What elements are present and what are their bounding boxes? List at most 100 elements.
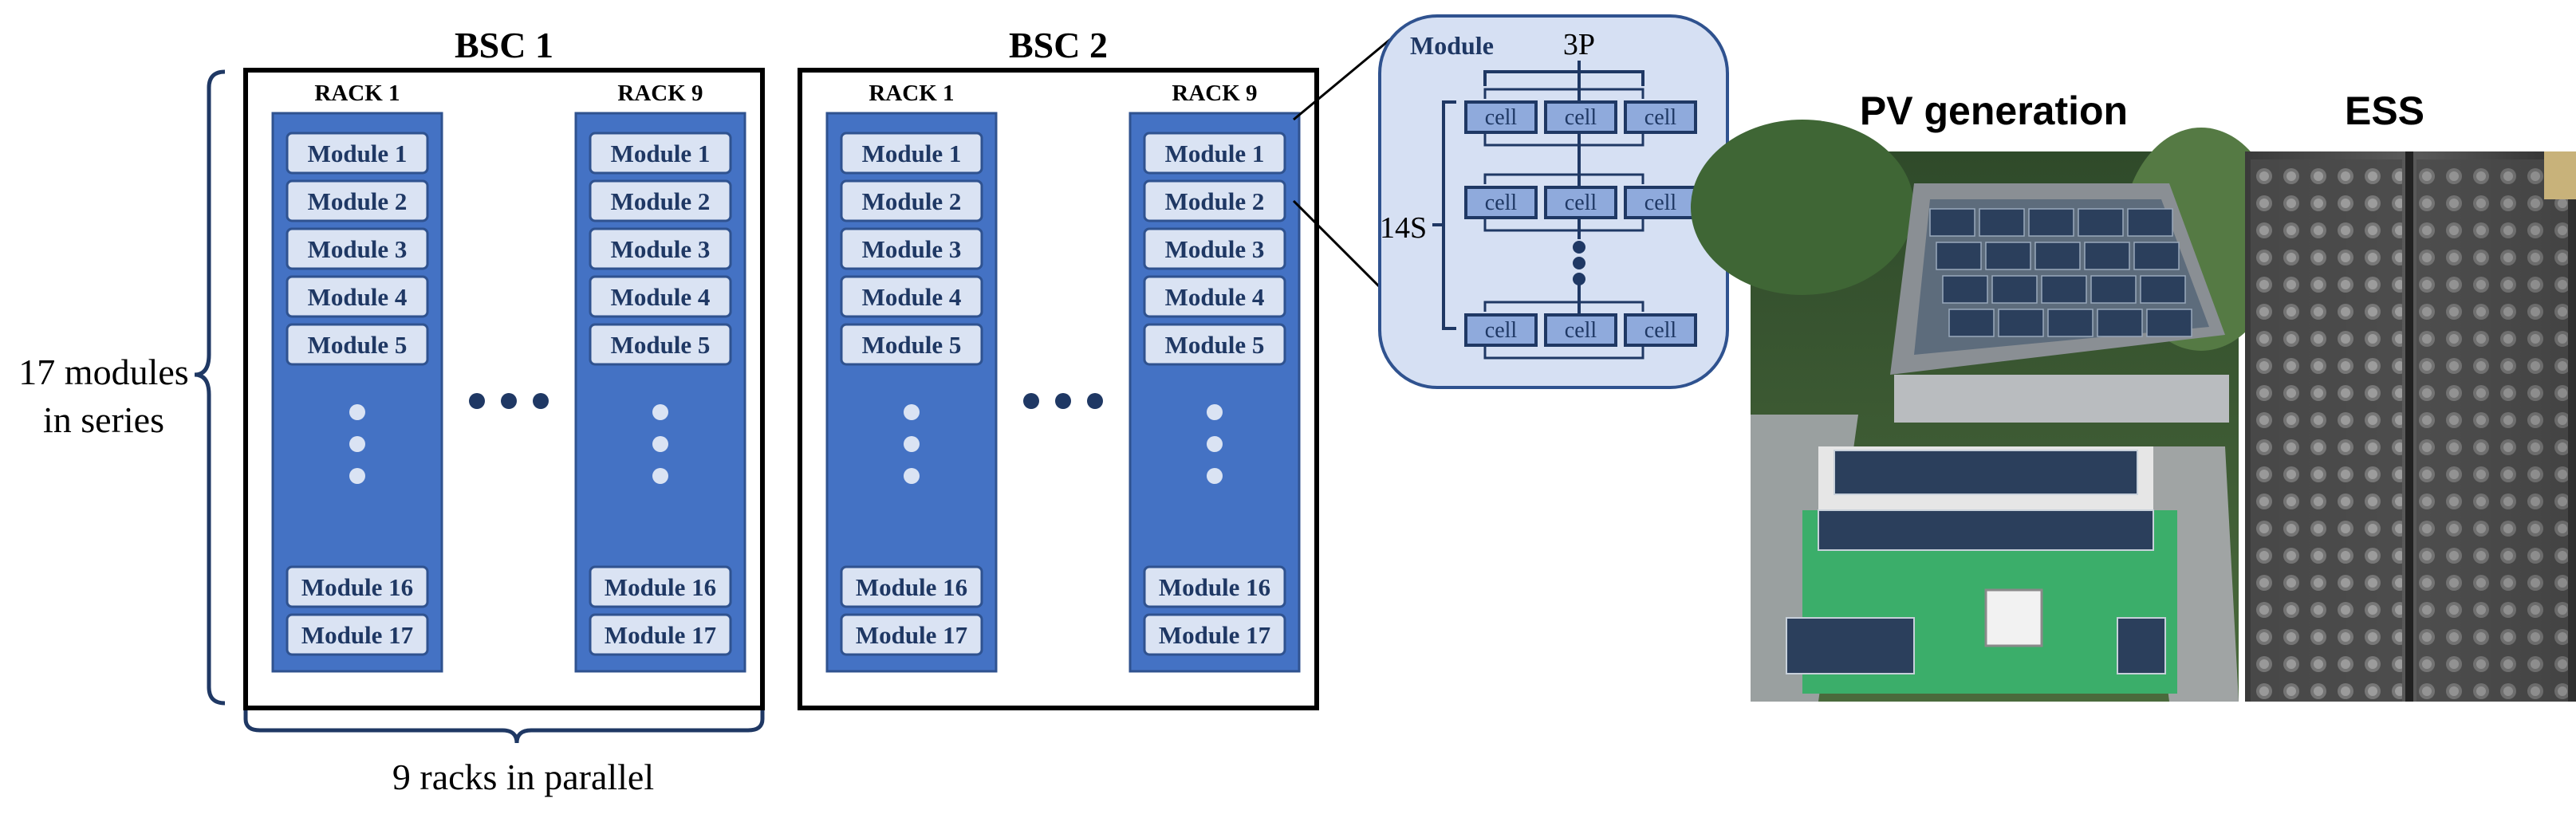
module-label: Module 4: [611, 283, 711, 311]
cell-label: cell: [1644, 191, 1677, 215]
cell-ellipsis-dot: [1573, 257, 1585, 269]
ess-photo-label: ESS: [2345, 88, 2424, 133]
series-bracket: [1442, 100, 1456, 330]
module-label: Module 1: [862, 140, 962, 167]
cell-label: cell: [1565, 318, 1597, 343]
module-label: Module 5: [862, 331, 962, 359]
ellipsis-dot: [349, 404, 365, 420]
rack-ellipsis-dot: [533, 393, 549, 409]
cell-label: cell: [1565, 105, 1597, 130]
solar-panel: [2034, 242, 2081, 270]
rack-label: RACK 1: [869, 81, 954, 106]
zoom-line-top: [1293, 32, 1398, 121]
rack-ellipsis-dot: [1055, 393, 1071, 409]
module-box: [840, 613, 983, 656]
solar-panel: [1948, 309, 1995, 337]
module-label: Module 5: [611, 331, 711, 359]
cell-ellipsis-dot: [1573, 273, 1585, 285]
module-label: Module 17: [301, 621, 413, 649]
module-box: [286, 132, 429, 175]
cell-label: cell: [1644, 318, 1677, 343]
rack-ellipsis-dot: [1087, 393, 1103, 409]
module-label: Module 4: [862, 283, 962, 311]
module-label: Module 2: [862, 187, 962, 215]
module-label: Module 3: [1165, 235, 1265, 263]
module-box: [589, 613, 732, 656]
ellipsis-dot: [652, 468, 668, 484]
cell-box: [1544, 186, 1617, 219]
rack-label: RACK 1: [314, 81, 400, 106]
module-box: [1143, 132, 1286, 175]
series-label-line1: 17 modules: [18, 352, 188, 392]
module-box: [589, 275, 732, 318]
module-box: [589, 323, 732, 366]
solar-array: [1786, 617, 1915, 674]
cell-ellipsis-dot: [1573, 241, 1585, 254]
module-box: [840, 565, 983, 608]
solar-panel: [2028, 208, 2074, 237]
cell-box: [1464, 313, 1538, 347]
module-box: [589, 565, 732, 608]
ellipsis-dot: [904, 468, 920, 484]
solar-array: [2117, 617, 2166, 674]
bsc-title: BSC 1: [455, 25, 553, 65]
module-label: Module 4: [1165, 283, 1265, 311]
module-box: [840, 179, 983, 222]
module-label: Module 5: [1165, 331, 1265, 359]
module-label: Module 1: [308, 140, 408, 167]
parallel-brace: [243, 710, 765, 744]
module-label: Module 3: [611, 235, 711, 263]
cell-box: [1624, 313, 1697, 347]
ellipsis-dot: [904, 404, 920, 420]
bsc-1: BSC 1 RACK 1 Module 1 Module 2 Module 3 Modul…: [243, 25, 765, 710]
ellipsis-dot: [349, 436, 365, 452]
module-box: [1143, 179, 1286, 222]
module-box: [840, 227, 983, 270]
cell-box: [1544, 100, 1617, 134]
module-label: Module 3: [308, 235, 408, 263]
rack-ellipsis-dot: [501, 393, 517, 409]
solar-panel: [2146, 309, 2192, 337]
ellipsis-dot: [652, 436, 668, 452]
solar-panel: [1936, 242, 1982, 270]
pv-photo-label: PV generation: [1860, 88, 2128, 133]
module-box: [589, 132, 732, 175]
series-label-line2: in series: [43, 399, 164, 440]
solar-panel: [2127, 208, 2173, 237]
ellipsis-dot: [349, 468, 365, 484]
cell-row-bottom-wire: [1483, 219, 1644, 232]
module-label: Module 1: [611, 140, 711, 167]
solar-panel: [2133, 242, 2180, 270]
module-label: Module 2: [611, 187, 711, 215]
cell-row-bottom-wire: [1483, 347, 1644, 360]
solar-panel: [1942, 275, 1988, 304]
solar-panel: [2047, 309, 2093, 337]
cell-label: cell: [1644, 105, 1677, 130]
solar-panel: [2140, 275, 2186, 304]
parallel-label: 9 racks in parallel: [392, 757, 654, 797]
parallel-count-label: 3P: [1563, 28, 1595, 61]
cell-label: cell: [1565, 191, 1597, 215]
cell-label: cell: [1485, 105, 1518, 130]
module-box: [286, 179, 429, 222]
solar-panel: [1985, 242, 2031, 270]
ess-photo: ESS: [2245, 88, 2576, 702]
solar-panel: [1979, 208, 2025, 237]
module-box: [286, 323, 429, 366]
module-box: [840, 275, 983, 318]
module-box: [1143, 613, 1286, 656]
solar-array: [1834, 450, 2138, 495]
solar-panel: [2041, 275, 2087, 304]
solar-array: [1818, 509, 2154, 551]
module-box: [589, 179, 732, 222]
cell-box: [1624, 100, 1697, 134]
module-label: Module 17: [605, 621, 716, 649]
solar-panel: [2084, 242, 2130, 270]
solar-panel: [1998, 309, 2044, 337]
module-label: Module 16: [1159, 573, 1270, 601]
